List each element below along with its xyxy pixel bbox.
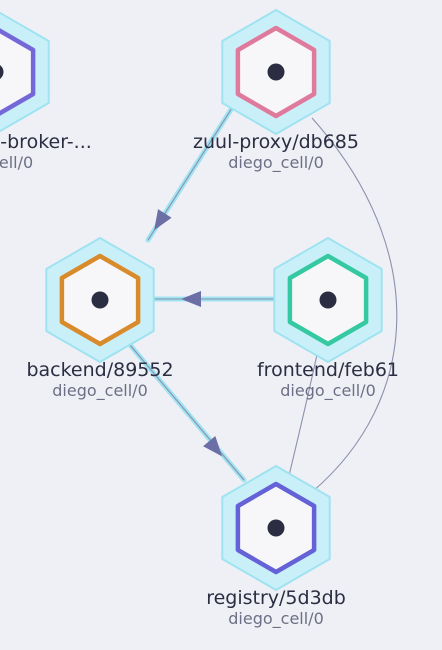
edges-layer xyxy=(127,105,398,493)
edge-frontend-registry[interactable] xyxy=(287,349,319,481)
node-broker[interactable]: d-broker-...ell/0 xyxy=(0,10,92,172)
node-sublabel: ell/0 xyxy=(0,153,33,172)
node-label: d-broker-... xyxy=(0,131,92,153)
node-ring xyxy=(0,28,36,116)
node-label: registry/5d3db xyxy=(206,587,346,609)
edge-backend-registry[interactable] xyxy=(127,342,247,483)
node-sublabel: diego_cell/0 xyxy=(228,153,324,173)
edge-arrow-icon xyxy=(203,435,223,457)
edge-zuul-backend[interactable] xyxy=(145,105,235,243)
node-center-dot-icon xyxy=(91,291,109,309)
edge-line xyxy=(311,117,398,493)
node-sublabel: diego_cell/0 xyxy=(228,609,324,629)
node-center-dot-icon xyxy=(267,519,285,537)
edge-line xyxy=(129,344,245,481)
edge-frontend-backend[interactable] xyxy=(152,291,277,307)
node-center-dot-icon xyxy=(319,291,337,309)
node-label: backend/89552 xyxy=(26,359,173,381)
node-label: zuul-proxy/db685 xyxy=(193,131,359,153)
nodes-layer: d-broker-...ell/0zuul-proxy/db685diego_c… xyxy=(0,9,399,629)
node-center-dot-icon xyxy=(267,63,285,81)
node-label: frontend/feb61 xyxy=(257,359,399,381)
node-sublabel: diego_cell/0 xyxy=(280,381,376,401)
edge-arrow-icon xyxy=(154,209,172,231)
edge-zuul-registry[interactable] xyxy=(311,117,398,493)
edge-arrow-icon xyxy=(181,291,201,307)
node-sublabel: diego_cell/0 xyxy=(52,381,148,401)
node-center-dot-icon xyxy=(0,65,4,79)
edge-line xyxy=(287,349,319,481)
